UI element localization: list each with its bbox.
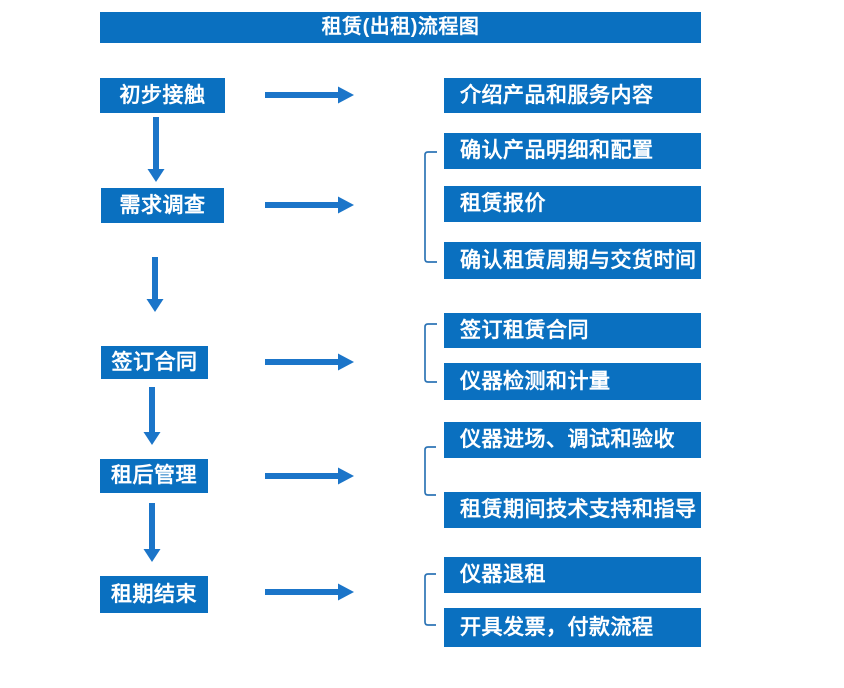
- step-box-lease-end: 租期结束: [100, 576, 208, 613]
- detail-box-confirm-product-config: 确认产品明细和配置: [444, 133, 701, 169]
- arrow-down-1: [147, 117, 165, 182]
- arrow-right-3: [265, 353, 354, 371]
- detail-box-sign-rental-contract: 签订租赁合同: [444, 313, 701, 348]
- arrow-right-5: [265, 583, 354, 601]
- arrow-down-4: [143, 503, 161, 562]
- flowchart-title: 租赁(出租)流程图: [100, 12, 701, 43]
- step-box-demand-survey: 需求调查: [101, 188, 224, 223]
- arrow-right-4: [265, 467, 354, 485]
- step-box-initial-contact: 初步接触: [100, 78, 225, 113]
- detail-box-instrument-return: 仪器退租: [444, 557, 701, 593]
- arrow-down-3: [143, 387, 161, 445]
- step-box-sign-contract: 签订合同: [101, 346, 208, 379]
- bracket-group-2: [424, 151, 437, 263]
- detail-box-invoice-payment: 开具发票，付款流程: [444, 608, 701, 647]
- bracket-group-5: [424, 573, 436, 626]
- detail-box-instrument-setup: 仪器进场、调试和验收: [444, 422, 701, 458]
- detail-box-introduce-products: 介绍产品和服务内容: [444, 78, 701, 113]
- step-box-post-rental-management: 租后管理: [100, 459, 208, 493]
- bracket-group-4: [424, 446, 436, 496]
- arrow-right-1: [265, 86, 354, 104]
- detail-box-rental-quote: 租赁报价: [444, 186, 701, 222]
- detail-box-instrument-testing: 仪器检测和计量: [444, 363, 701, 400]
- arrow-down-2: [146, 257, 164, 312]
- detail-box-confirm-period-delivery: 确认租赁周期与交货时间: [444, 242, 701, 279]
- bracket-group-3: [424, 323, 437, 383]
- arrow-right-2: [265, 196, 354, 214]
- detail-box-tech-support: 租赁期间技术支持和指导: [444, 492, 701, 528]
